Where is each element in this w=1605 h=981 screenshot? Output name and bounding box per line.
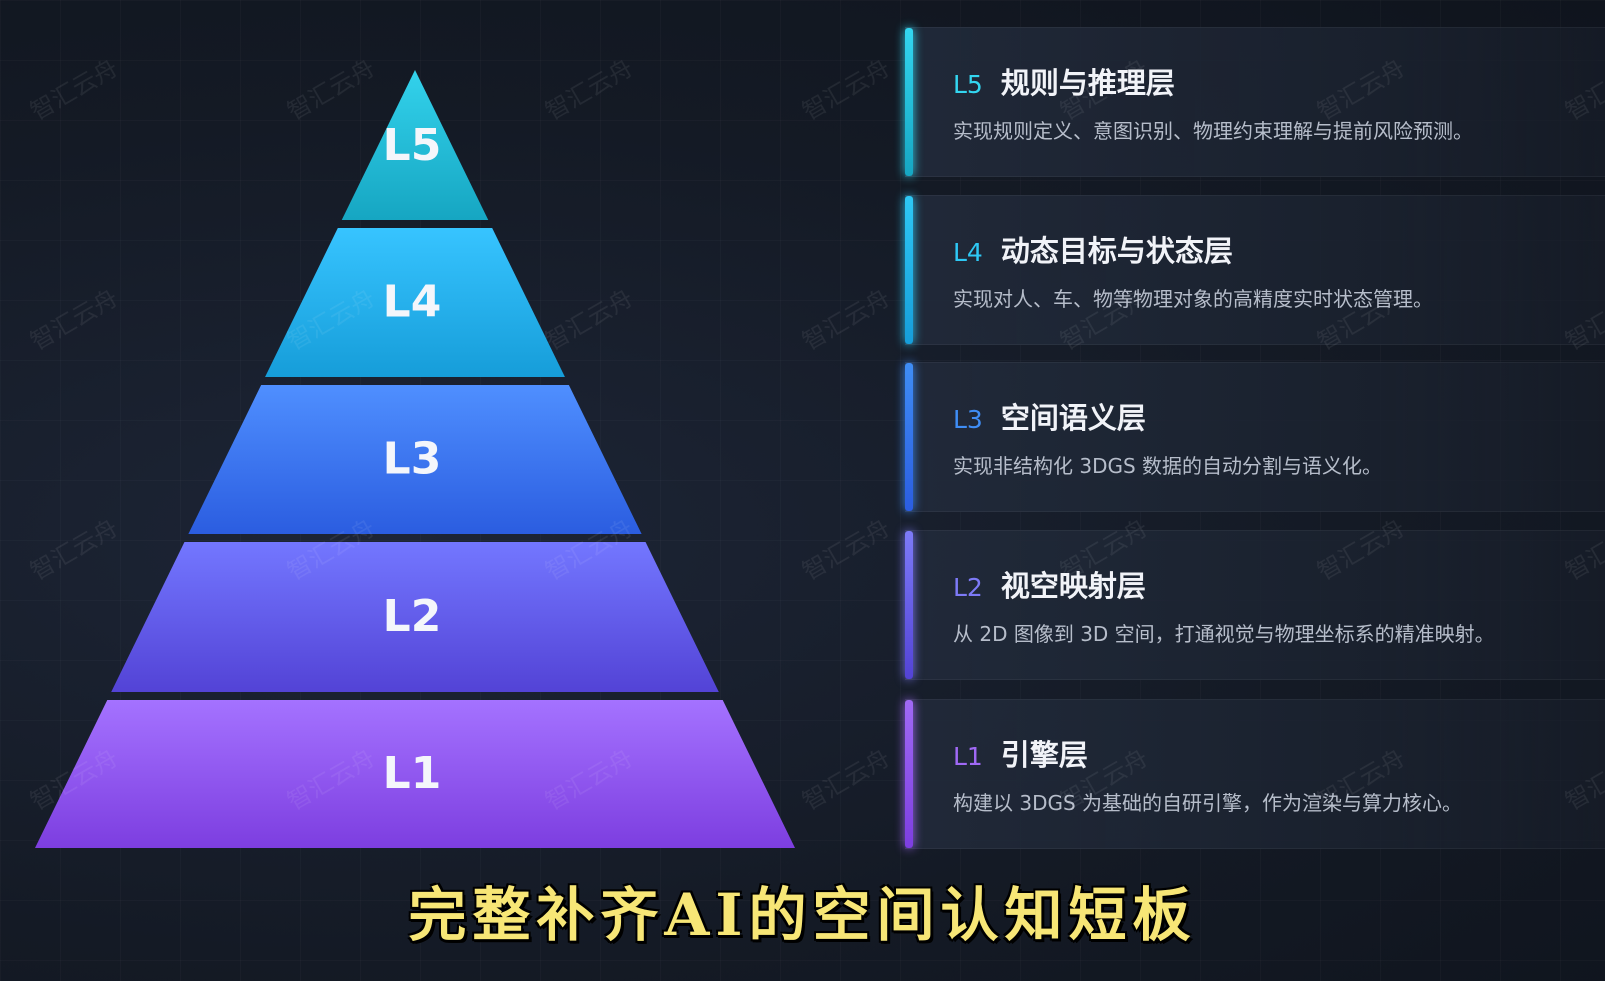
level-tag: L1	[953, 742, 983, 771]
level-description: 实现对人、车、物等物理对象的高精度实时状态管理。	[953, 287, 1433, 311]
card-heading: L2 视空映射层	[953, 563, 1146, 605]
level-description: 实现规则定义、意图识别、物理约束理解与提前风险预测。	[953, 119, 1473, 143]
level-tag: L4	[953, 238, 983, 267]
card-heading: L4 动态目标与状态层	[953, 228, 1233, 270]
pyramid-tier-l2	[111, 542, 719, 692]
card-heading: L1 引擎层	[953, 732, 1088, 774]
level-card-l4: L4 动态目标与状态层实现对人、车、物等物理对象的高精度实时状态管理。	[905, 195, 1605, 345]
pyramid-tier-l3	[188, 385, 642, 534]
level-title: 规则与推理层	[1000, 66, 1175, 100]
pyramid-tier-l1	[35, 700, 795, 848]
pyramid-tier-label: L5	[383, 120, 442, 171]
level-title: 空间语义层	[1000, 401, 1146, 435]
level-description: 从 2D 图像到 3D 空间，打通视觉与物理坐标系的精准映射。	[953, 622, 1495, 646]
level-title: 动态目标与状态层	[1000, 234, 1233, 268]
pyramid-tier-label: L4	[383, 277, 442, 328]
level-card-l2: L2 视空映射层从 2D 图像到 3D 空间，打通视觉与物理坐标系的精准映射。	[905, 530, 1605, 680]
accent-bar	[905, 531, 913, 679]
pyramid-tier-l5	[341, 70, 489, 220]
level-card-l5: L5 规则与推理层实现规则定义、意图识别、物理约束理解与提前风险预测。	[905, 27, 1605, 177]
level-tag: L3	[953, 405, 983, 434]
card-heading: L3 空间语义层	[953, 395, 1146, 437]
pyramid-tier-label: L3	[383, 434, 442, 485]
level-description: 构建以 3DGS 为基础的自研引擎，作为渲染与算力核心。	[953, 791, 1463, 815]
accent-bar	[905, 700, 913, 848]
accent-bar	[905, 28, 913, 176]
level-tag: L5	[953, 70, 983, 99]
pyramid-tier-label: L2	[383, 591, 442, 642]
level-tag: L2	[953, 573, 983, 602]
pyramid-tier-label: L1	[383, 748, 442, 799]
level-description: 实现非结构化 3DGS 数据的自动分割与语义化。	[953, 454, 1383, 478]
card-heading: L5 规则与推理层	[953, 60, 1175, 102]
level-card-l3: L3 空间语义层实现非结构化 3DGS 数据的自动分割与语义化。	[905, 362, 1605, 512]
pyramid-tier-l4	[265, 228, 565, 377]
level-card-l1: L1 引擎层构建以 3DGS 为基础的自研引擎，作为渲染与算力核心。	[905, 699, 1605, 849]
level-title: 视空映射层	[1000, 569, 1146, 603]
subtitle-caption: 完整补齐AI的空间认知短板	[408, 881, 1197, 949]
accent-bar	[905, 363, 913, 511]
level-title: 引擎层	[1000, 738, 1088, 772]
accent-bar	[905, 196, 913, 344]
